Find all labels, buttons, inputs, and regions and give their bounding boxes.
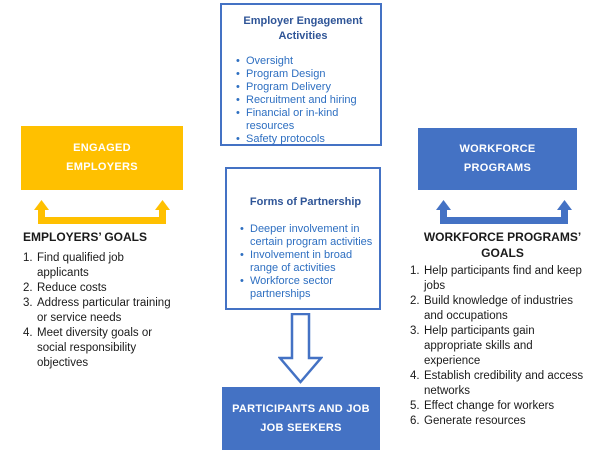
employer-engagement-activities-box: Employer Engagement Activities •Oversigh… [220,3,382,146]
list-item: 4.Establish credibility and access netwo… [410,369,600,399]
list-item: 1.Find qualified job applicants [23,251,213,281]
engaged-employers-box: ENGAGED EMPLOYERS [21,126,183,190]
list-item: 2.Reduce costs [23,281,213,296]
participants-job-seekers-label: PARTICIPANTS AND JOB JOB SEEKERS [232,400,370,438]
list-item: 2.Build knowledge of industries and occu… [410,294,600,324]
forms-of-partnership-list: •Deeper involvement in certain program a… [236,223,375,301]
down-arrow-icon [278,313,323,384]
bullet-icon: • [240,249,250,262]
list-item: 6.Generate resources [410,414,600,429]
list-item: •Deeper involvement in certain program a… [240,223,375,249]
bullet-icon: • [240,223,250,236]
bullet-icon: • [236,55,246,68]
employer-engagement-activities-title: Employer Engagement Activities [232,14,374,44]
bullet-icon: • [236,107,246,120]
employers-goals-heading: EMPLOYERS’ GOALS [23,229,147,245]
list-item: 3.Help participants gain appropriate ski… [410,324,600,369]
blue-bracket-arrow-icon [436,200,572,224]
list-item: •Workforce sector partnerships [240,275,375,301]
employer-engagement-activities-list: •Oversight •Program Design •Program Deli… [232,55,374,146]
workforce-goals-heading: WORKFORCE PROGRAMS’ GOALS [415,229,590,261]
list-item: •Oversight [236,55,374,68]
bullet-icon: • [236,68,246,81]
bullet-icon: • [236,81,246,94]
list-item: •Recruitment and hiring [236,94,374,107]
workforce-programs-label: WORKFORCE PROGRAMS [459,140,535,178]
list-item: •Involvement in broad range of activitie… [240,249,375,275]
bullet-icon: • [236,133,246,146]
list-item: •Program Design [236,68,374,81]
list-item: •Program Delivery [236,81,374,94]
list-item: 4.Meet diversity goals or social respons… [23,326,213,371]
list-item: 1.Help participants find and keep jobs [410,264,600,294]
employers-goals-list: 1.Find qualified job applicants 2.Reduce… [23,251,213,371]
bullet-icon: • [236,94,246,107]
participants-job-seekers-box: PARTICIPANTS AND JOB JOB SEEKERS [222,387,380,450]
list-item: •Financial or in-kind resources [236,107,374,133]
list-item: 3.Address particular training or service… [23,296,213,326]
bullet-icon: • [240,275,250,288]
forms-of-partnership-title: Forms of Partnership [236,195,375,210]
yellow-bracket-arrow-icon [34,200,170,224]
list-item: •Safety protocols [236,133,374,146]
engaged-employers-label: ENGAGED EMPLOYERS [66,139,138,177]
list-item: 5.Effect change for workers [410,399,600,414]
workforce-programs-box: WORKFORCE PROGRAMS [418,128,577,190]
forms-of-partnership-box: Forms of Partnership •Deeper involvement… [225,167,381,310]
workforce-goals-list: 1.Help participants find and keep jobs 2… [410,264,600,429]
